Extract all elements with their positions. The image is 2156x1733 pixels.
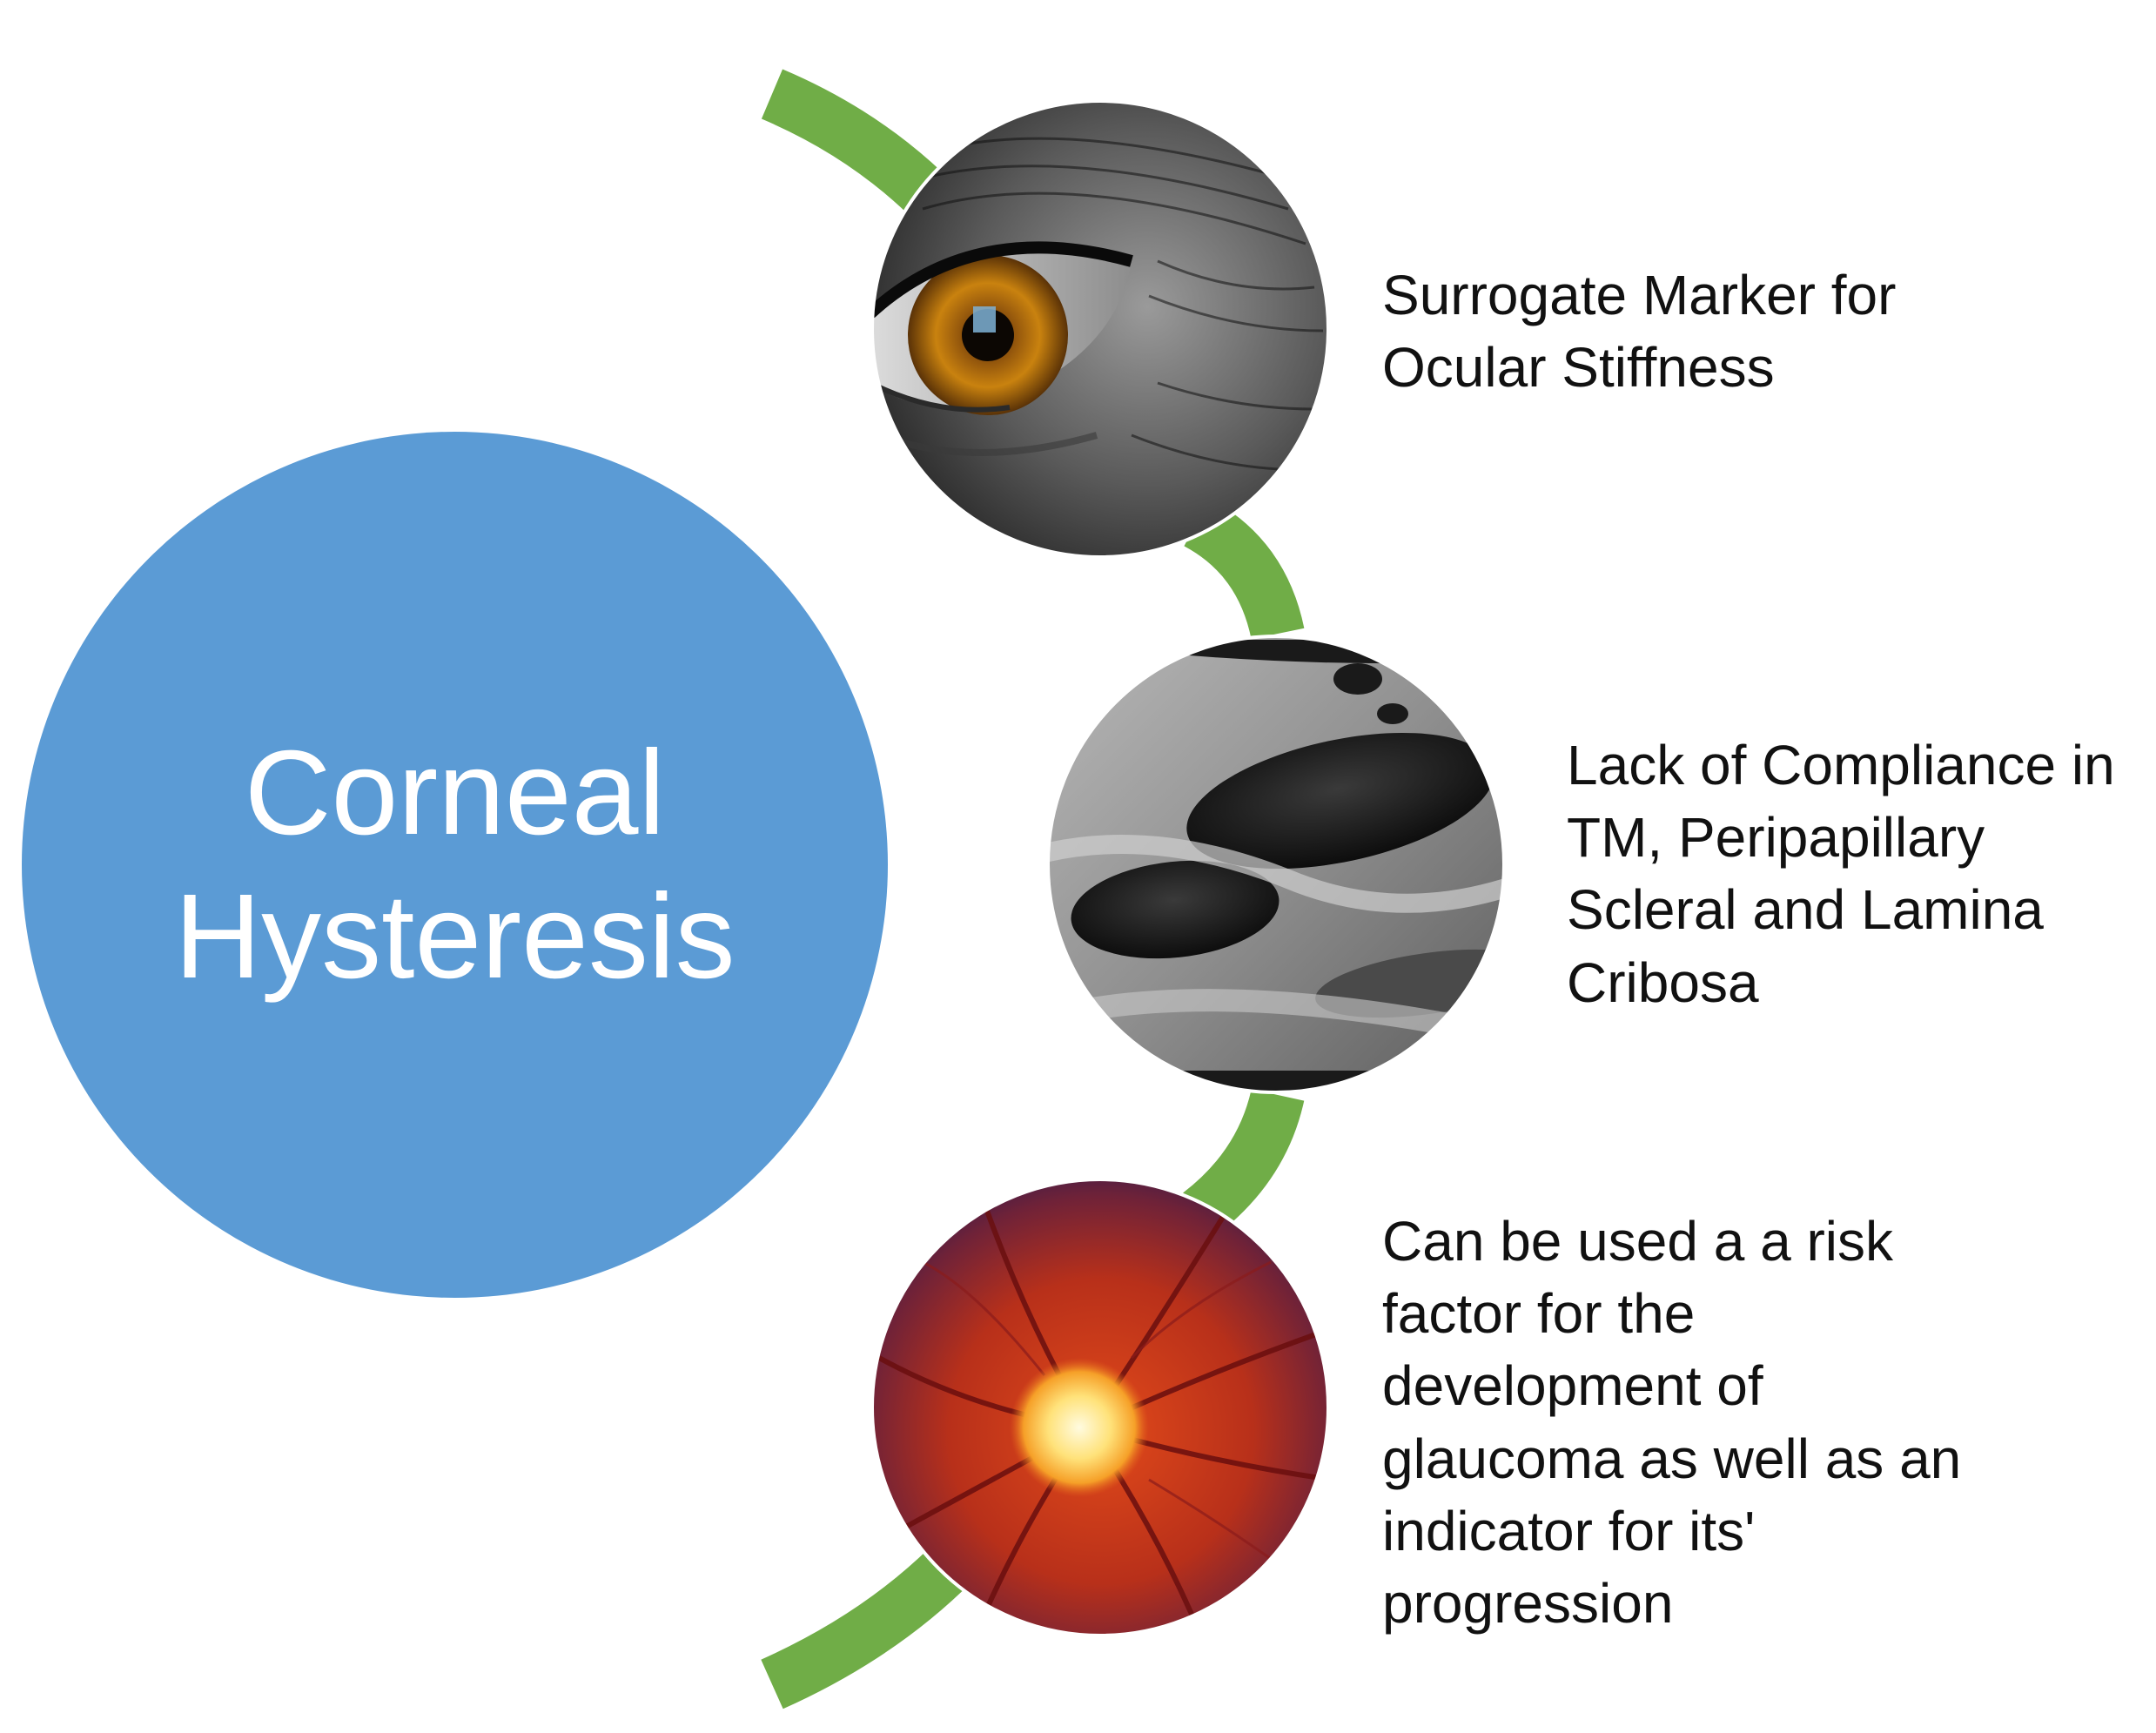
item-3-line: development of xyxy=(1382,1354,1763,1418)
item-2-line: TM, Peripapillary xyxy=(1567,806,1985,870)
item-1-line: Surrogate Marker for xyxy=(1382,264,1897,326)
item-3-line: factor for the xyxy=(1382,1282,1696,1346)
connector-mid-1 xyxy=(1183,498,1305,640)
main-title-line-1: Corneal xyxy=(244,726,666,861)
optic-disc-fundus-photo xyxy=(872,1179,1328,1636)
item-3-line: progression xyxy=(1382,1571,1674,1635)
main-title: Corneal Hysteresis xyxy=(22,432,888,1298)
trabecular-meshwork-micrograph xyxy=(1048,636,1504,1092)
item-3-text: Can be used a a risk factor for the deve… xyxy=(1382,1206,1961,1640)
connector-mid-2 xyxy=(1182,1088,1305,1236)
item-2-line: Cribosa xyxy=(1567,950,1759,1014)
item-1-text: Surrogate Marker for Ocular Stiffness xyxy=(1382,259,1896,404)
connector-bottom xyxy=(761,1542,972,1709)
main-title-line-2: Hysteresis xyxy=(174,869,735,1004)
item-2-line: Scleral and Lamina xyxy=(1567,878,2044,942)
item-2-line: Lack of Compliance in xyxy=(1567,734,2115,796)
item-1-line: Ocular Stiffness xyxy=(1382,336,1775,400)
item-3-line: Can be used a a risk xyxy=(1382,1210,1893,1273)
main-circle xyxy=(22,432,888,1298)
item-3-line: indicator for its' xyxy=(1382,1499,1756,1562)
item-3-line: glaucoma as well as an xyxy=(1382,1427,1962,1490)
item-2-text: Lack of Compliance in TM, Peripapillary … xyxy=(1567,729,2115,1019)
